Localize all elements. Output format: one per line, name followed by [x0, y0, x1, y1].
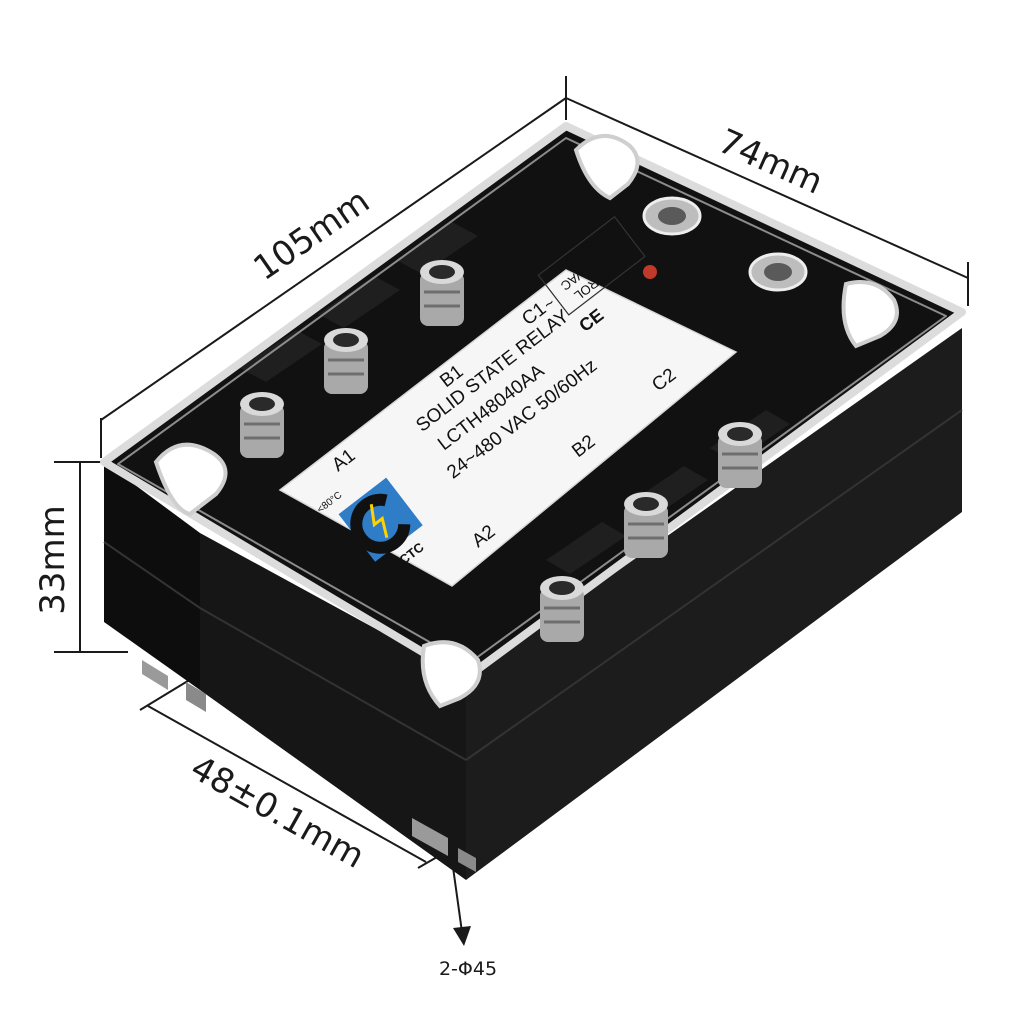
screw-a2 — [540, 576, 584, 642]
svg-text:33mm: 33mm — [33, 505, 73, 615]
mount-tab-front — [412, 818, 448, 856]
control-terminals — [642, 196, 808, 292]
screw-b1 — [324, 328, 368, 394]
svg-text:105mm: 105mm — [246, 181, 377, 289]
mount-tab-left — [142, 660, 168, 690]
screw-c2 — [718, 422, 762, 488]
dim-height: 33mm — [33, 505, 73, 615]
screw-b2 — [624, 492, 668, 558]
screw-a1 — [240, 392, 284, 458]
dim-hole: 2-Φ45 — [439, 958, 497, 980]
screw-c1 — [420, 260, 464, 326]
relay-body — [103, 328, 963, 880]
clear-cover — [100, 122, 966, 682]
mount-notches — [153, 133, 899, 709]
screw-terminals — [240, 260, 762, 642]
arrow-down-icon — [453, 926, 471, 946]
status-led — [643, 265, 657, 279]
dimension-lines — [54, 76, 969, 933]
dim-length: 105mm — [246, 181, 377, 289]
